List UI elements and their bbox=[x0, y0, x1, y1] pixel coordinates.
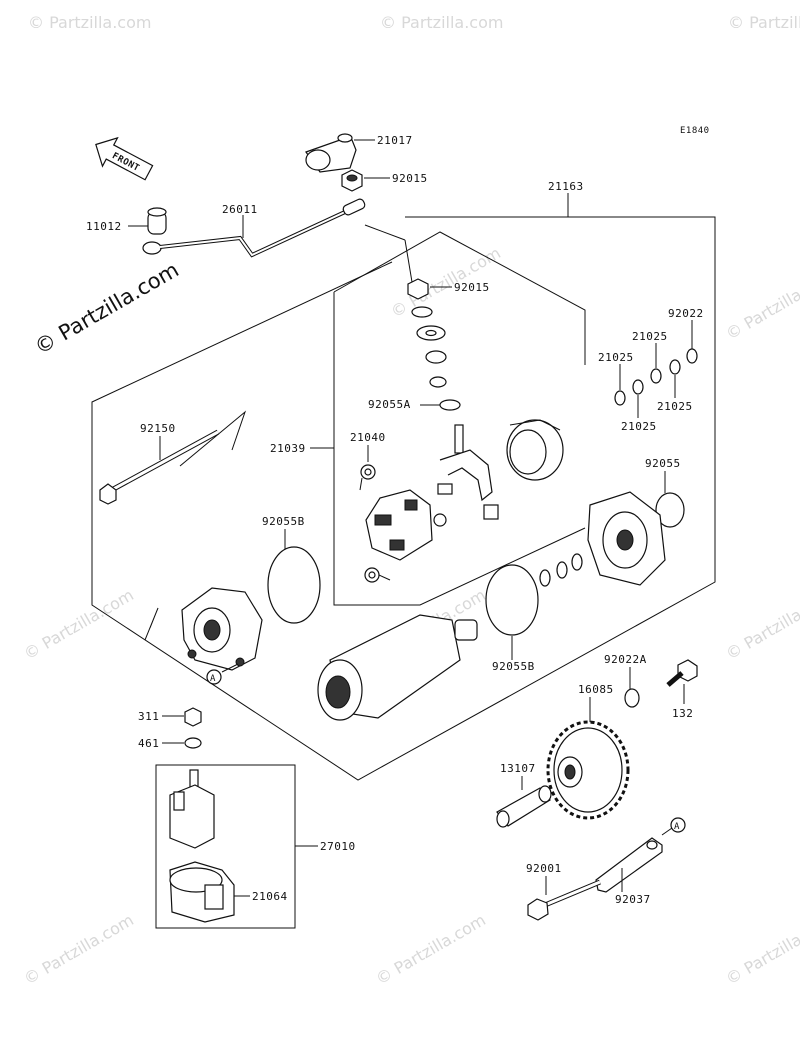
callout-a-marker bbox=[206, 669, 222, 685]
starter-cable-icon bbox=[142, 198, 366, 258]
clutch-housing-icon bbox=[169, 861, 235, 923]
lock-washer-icon bbox=[184, 737, 202, 749]
part-number: 92055 bbox=[645, 457, 681, 470]
part-number: 21025 bbox=[632, 330, 668, 343]
brush-spring-icon bbox=[364, 567, 391, 583]
watermark: © Partzilla.com bbox=[728, 13, 800, 32]
nut-icon bbox=[184, 707, 202, 727]
part-number: 132 bbox=[672, 707, 693, 720]
assembly-outline bbox=[91, 216, 716, 781]
callout-a: A bbox=[674, 822, 680, 832]
washer-icon bbox=[669, 359, 681, 375]
part-number: 92037 bbox=[615, 893, 651, 906]
front-cover-icon bbox=[181, 587, 263, 671]
retainer-plate-icon bbox=[595, 837, 663, 893]
end-cover-icon bbox=[587, 491, 666, 586]
watermark: © Partzilla.com bbox=[21, 585, 137, 663]
washer-icon bbox=[632, 379, 644, 395]
part-number: 21064 bbox=[252, 890, 288, 903]
thrust-washers-icon bbox=[539, 553, 583, 587]
starter-motor-icon bbox=[317, 614, 478, 721]
part-number: 21039 bbox=[270, 442, 306, 455]
part-number: 461 bbox=[138, 737, 159, 750]
part-number: 92022A bbox=[604, 653, 647, 666]
brush-holder-box bbox=[333, 231, 586, 365]
part-number: 92055A bbox=[368, 398, 411, 411]
reference-code: E1840 bbox=[680, 126, 710, 136]
washer-icon bbox=[614, 390, 626, 406]
part-number: 27010 bbox=[320, 840, 356, 853]
washer-icon bbox=[686, 348, 698, 364]
flange-bolt-icon bbox=[527, 879, 601, 921]
watermark: © Partzilla.com bbox=[21, 910, 137, 988]
brush-lead-icon bbox=[437, 424, 499, 520]
part-number: 311 bbox=[138, 710, 159, 723]
part-number: 11012 bbox=[86, 220, 122, 233]
bolt-icon bbox=[666, 659, 698, 687]
yoke-ring-icon bbox=[506, 419, 564, 481]
part-number: 21025 bbox=[657, 400, 693, 413]
part-number: 92150 bbox=[140, 422, 176, 435]
watermark-primary: © Partzilla.com bbox=[31, 258, 183, 360]
part-number: 21025 bbox=[598, 351, 634, 364]
nut-icon bbox=[407, 278, 429, 300]
washer-icon bbox=[624, 688, 640, 708]
washer-icon bbox=[650, 368, 662, 384]
brush-spring-icon bbox=[359, 464, 376, 491]
o-ring-icon bbox=[485, 564, 539, 636]
o-ring-icon bbox=[655, 492, 685, 528]
part-number: 16085 bbox=[578, 683, 614, 696]
part-number: 21017 bbox=[377, 134, 413, 147]
part-number: 92055B bbox=[262, 515, 305, 528]
terminal-cap-icon bbox=[305, 133, 357, 173]
part-number: 21040 bbox=[350, 431, 386, 444]
part-number: 26011 bbox=[222, 203, 258, 216]
part-number: 13107 bbox=[500, 762, 536, 775]
watermark: © Partzilla.com bbox=[380, 13, 503, 32]
part-number: 21025 bbox=[621, 420, 657, 433]
watermark: © Partzilla.com bbox=[723, 265, 800, 343]
idler-gear-icon bbox=[546, 720, 630, 820]
callout-a-marker bbox=[670, 817, 686, 833]
callout-a: A bbox=[210, 674, 216, 684]
part-number: 21163 bbox=[548, 180, 584, 193]
o-ring-icon bbox=[267, 546, 321, 624]
nut-icon bbox=[341, 169, 363, 192]
washer-stack-icon bbox=[411, 306, 447, 388]
part-number: 92055B bbox=[492, 660, 535, 673]
starter-clutch-icon bbox=[169, 769, 215, 849]
part-number: 92015 bbox=[392, 172, 428, 185]
part-number: 92022 bbox=[668, 307, 704, 320]
terminal-boot-icon bbox=[147, 207, 167, 235]
watermark: © Partzilla.com bbox=[373, 910, 489, 988]
watermark: © Partzilla.com bbox=[28, 13, 151, 32]
front-arrow-icon: FRONT bbox=[95, 136, 154, 181]
o-ring-icon bbox=[439, 399, 461, 411]
part-number: 92015 bbox=[454, 281, 490, 294]
gear-shaft-icon bbox=[496, 785, 552, 828]
brush-plate-icon bbox=[365, 489, 447, 561]
part-number: 92001 bbox=[526, 862, 562, 875]
long-bolt-icon bbox=[99, 429, 220, 505]
watermark: © Partzilla.com bbox=[723, 910, 800, 988]
watermark: © Partzilla.com bbox=[723, 585, 800, 663]
